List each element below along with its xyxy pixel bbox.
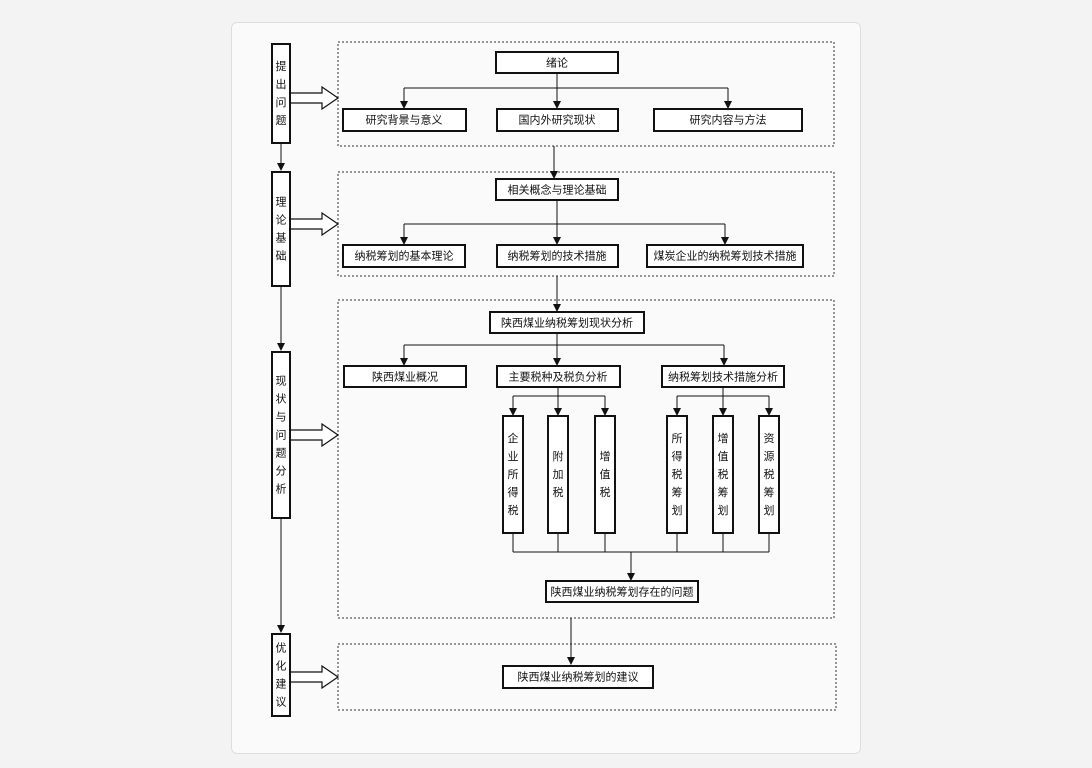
section-frame-4 — [337, 643, 837, 711]
section1-title: 绪论 — [546, 56, 568, 70]
stage-label-2: 理论基础 — [276, 196, 287, 263]
section3-item-2: 主要税种及税负分析 — [509, 370, 608, 384]
hollow-arrow-icon — [289, 422, 340, 448]
section1-item-1: 研究背景与意义 — [366, 113, 443, 127]
section1-item-box-3 — [653, 108, 803, 132]
stage-box-1 — [271, 43, 291, 144]
section3-item-1: 陕西煤业概况 — [372, 370, 438, 384]
stage-box-3 — [271, 351, 291, 519]
section2-item-2: 纳税筹划的技术措施 — [508, 249, 607, 263]
stage-label-4: 优化建议 — [276, 642, 287, 709]
stage-box-2 — [271, 171, 291, 287]
hollow-arrow-icon — [289, 664, 340, 690]
planning-type-label-1: 所得税筹划 — [672, 432, 683, 517]
section1-item-box-1 — [342, 108, 467, 132]
section2-item-box-3 — [646, 244, 804, 268]
tax-type-label-1: 企业所得税 — [508, 431, 519, 517]
section-frame-1 — [337, 41, 835, 147]
section2-item-box-2 — [496, 244, 619, 268]
section4-title-box — [502, 665, 654, 689]
section2-item-1: 纳税筹划的基本理论 — [355, 249, 454, 263]
section2-item-3: 煤炭企业的纳税筹划技术措施 — [654, 249, 797, 263]
section3-item-box-1 — [343, 365, 467, 388]
section1-item-2: 国内外研究现状 — [519, 113, 596, 127]
section1-item-3: 研究内容与方法 — [690, 113, 767, 127]
section3-title-box — [489, 311, 645, 334]
planning-type-label-2: 增值税筹划 — [718, 431, 729, 517]
section3-conclusion-box — [545, 580, 699, 603]
tax-type-label-2: 附加税 — [553, 449, 564, 499]
section2-title: 相关概念与理论基础 — [508, 183, 607, 197]
section3-item-3: 纳税筹划技术措施分析 — [668, 370, 778, 384]
stage-label-3: 现状与问题分析 — [276, 375, 287, 496]
section-frame-3 — [337, 299, 835, 619]
section2-item-box-1 — [342, 244, 466, 268]
section1-item-box-2 — [496, 108, 619, 132]
stage-label-1: 提出问题 — [276, 60, 287, 127]
section3-conclusion: 陕西煤业纳税筹划存在的问题 — [551, 585, 694, 599]
planning-type-label-3: 资源税筹划 — [764, 432, 775, 517]
stage-box-4 — [271, 633, 291, 717]
hollow-arrow-icon — [289, 85, 340, 111]
section3-title: 陕西煤业纳税筹划现状分析 — [501, 316, 633, 330]
hollow-arrow-icon — [289, 211, 340, 237]
tax-type-label-3: 增值税 — [600, 449, 611, 499]
section4-title: 陕西煤业纳税筹划的建议 — [518, 670, 639, 684]
